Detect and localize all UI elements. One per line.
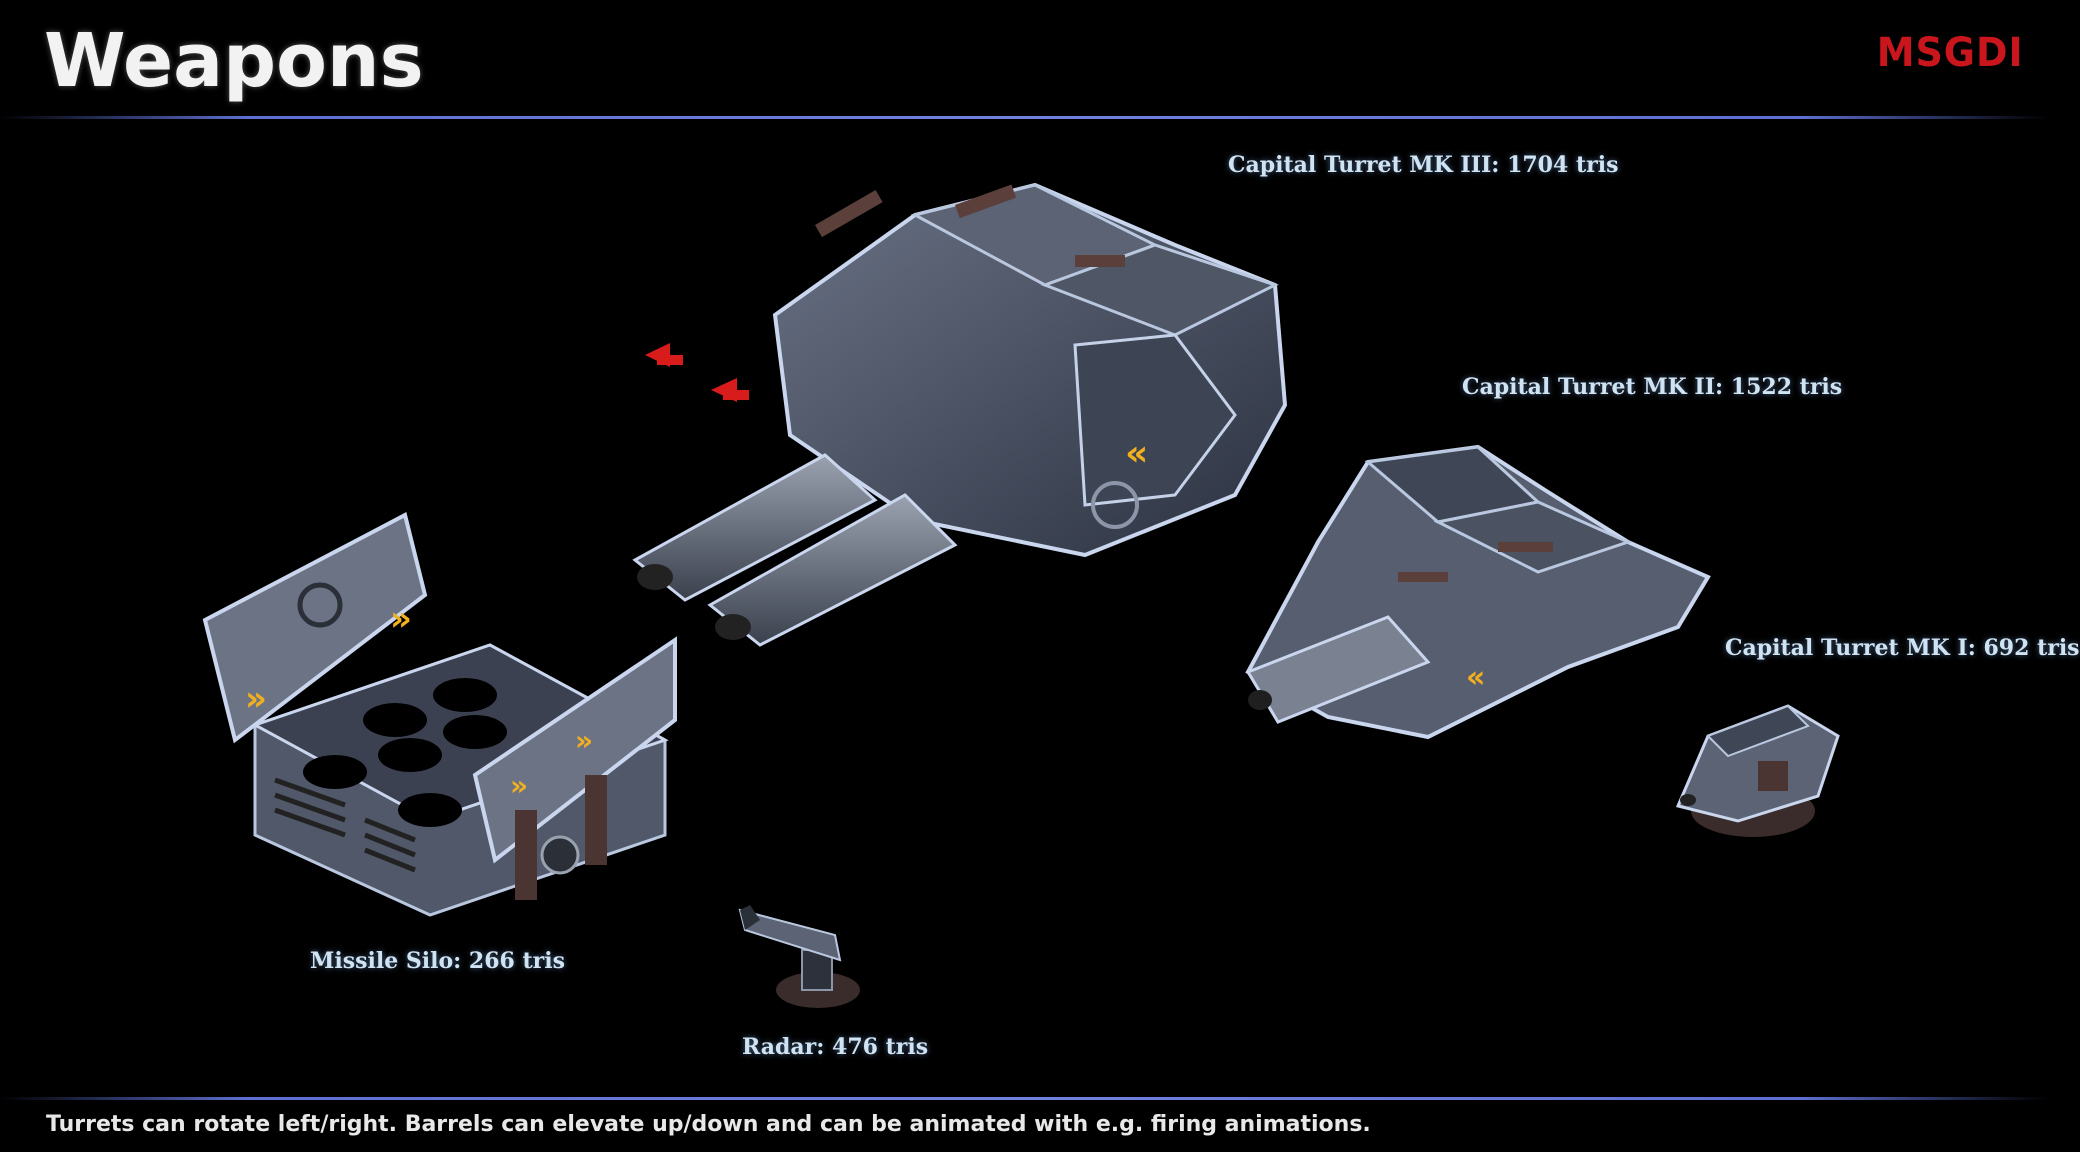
radar-model [738,905,870,1015]
svg-text:»: » [575,724,593,757]
page-title: Weapons [44,18,424,104]
svg-text:«: « [1466,660,1485,695]
svg-text:«: « [1125,433,1148,474]
header-divider [0,116,2048,119]
capital-turret-mk1-label: Capital Turret MK I: 692 tris [1725,635,2080,661]
capital-turret-mk2-model: « [1238,432,1711,742]
radar-label: Radar: 476 tris [742,1034,929,1060]
msgdi-logo: MSGDI [1877,30,2024,76]
capital-turret-mk3-label: Capital Turret MK III: 1704 tris [1228,152,1619,178]
svg-text:»: » [390,599,412,639]
missile-silo-model: » » » » [202,510,695,920]
footer-note: Turrets can rotate left/right. Barrels c… [46,1112,1371,1137]
svg-text:»: » [245,679,267,719]
missile-silo-label: Missile Silo: 266 tris [310,948,565,974]
footer-divider [0,1097,2048,1100]
svg-text:»: » [510,769,528,802]
capital-turret-mk2-label: Capital Turret MK II: 1522 tris [1462,374,1843,400]
capital-turret-mk1-model [1668,696,1840,846]
capital-turret-mk3-model: « [615,175,1295,647]
